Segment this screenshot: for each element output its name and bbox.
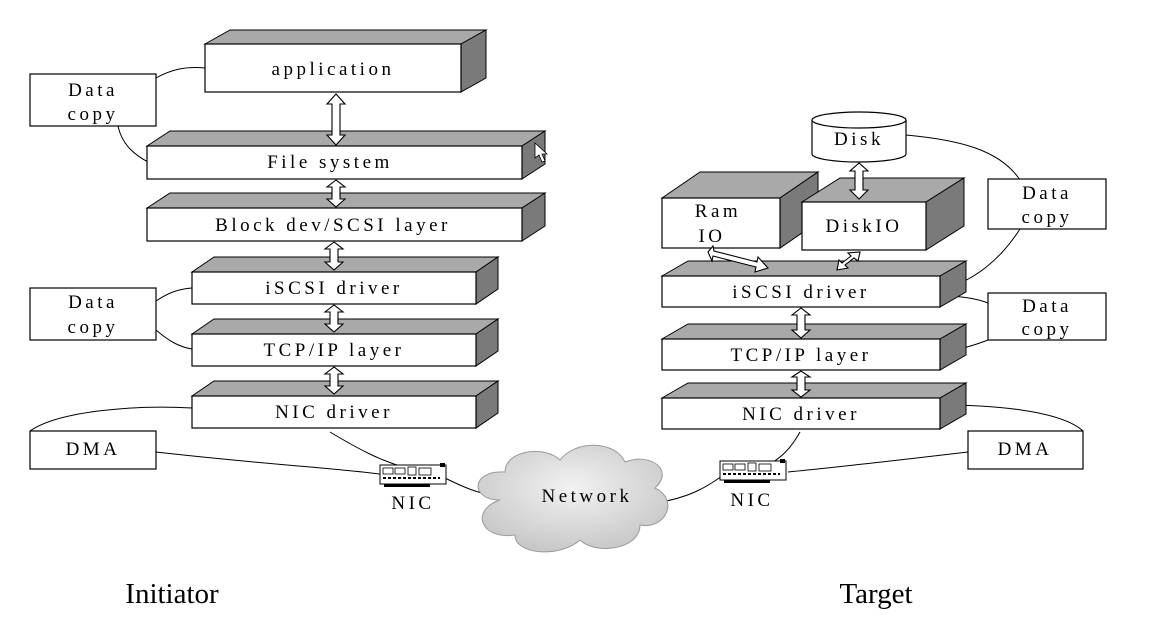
double-arrow-icon (836, 251, 861, 271)
double-arrow-icon (323, 304, 345, 333)
initiator-nic-card-icon (379, 463, 447, 487)
svg-text:copy: copy (1022, 319, 1073, 340)
initiator-caption: Initiator (125, 578, 219, 610)
disk-label: Disk (834, 129, 884, 150)
svg-text:Ram: Ram (695, 201, 741, 222)
double-arrow-icon (707, 244, 769, 273)
svg-text:copy: copy (1022, 207, 1073, 228)
initiator-data-copy-mid: Data copy (29, 287, 157, 341)
double-arrow-icon (790, 370, 812, 398)
initiator-nic-driver-label: NIC driver (275, 402, 393, 423)
double-arrow-icon (848, 162, 870, 200)
target-tcpip-label: TCP/IP layer (730, 345, 871, 366)
svg-text:DMA: DMA (998, 439, 1053, 460)
initiator-iscsi-driver-label: iSCSI driver (265, 278, 403, 299)
target-iscsi-driver-label: iSCSI driver (732, 282, 870, 303)
application-label: application (272, 59, 395, 80)
disk-cylinder: Disk (811, 111, 907, 163)
svg-text:Data: Data (1022, 183, 1072, 204)
target-data-copy-mid: Data copy (987, 292, 1107, 341)
initiator-tcpip-layer: TCP/IP layer (190, 318, 500, 367)
svg-text:Data: Data (68, 80, 118, 101)
double-arrow-icon (325, 179, 347, 208)
target-data-copy-top: Data copy (987, 178, 1107, 230)
target-nic-driver-layer: NIC driver (660, 382, 968, 430)
disk-io-label: DiskIO (826, 216, 903, 237)
block-dev-layer: Block dev/SCSI layer (145, 192, 547, 242)
svg-text:Data: Data (1022, 296, 1072, 317)
target-caption: Target (839, 578, 912, 610)
double-arrow-icon (323, 241, 345, 271)
target-arrows (707, 162, 870, 398)
svg-text:Data: Data (68, 292, 118, 313)
target-iscsi-driver-layer: iSCSI driver (660, 260, 968, 308)
initiator-nic-driver-layer: NIC driver (190, 380, 500, 429)
svg-text:copy: copy (68, 104, 119, 125)
target-nic-driver-label: NIC driver (742, 404, 860, 425)
target-tcpip-layer: TCP/IP layer (660, 323, 968, 371)
svg-text:copy: copy (68, 317, 119, 338)
double-arrow-icon (325, 93, 347, 146)
initiator-arrows (323, 93, 347, 395)
double-arrow-icon (790, 307, 812, 339)
target-nic-label: NIC (730, 490, 773, 511)
network-label: Network (542, 486, 633, 507)
svg-text:DMA: DMA (66, 439, 121, 460)
initiator-tcpip-label: TCP/IP layer (263, 340, 404, 361)
application-layer: application (203, 29, 488, 93)
svg-text:IO: IO (698, 226, 725, 247)
file-system-label: File system (267, 152, 393, 173)
file-system-layer: File system (145, 130, 549, 180)
target-nic-card-icon (719, 459, 787, 483)
initiator-data-copy-top: Data copy (29, 73, 157, 127)
initiator-iscsi-driver-layer: iSCSI driver (190, 256, 500, 305)
block-dev-label: Block dev/SCSI layer (215, 215, 451, 236)
target-dma-box: DMA (967, 430, 1084, 470)
mouse-cursor-icon (534, 142, 549, 163)
initiator-dma-box: DMA (29, 430, 157, 470)
ram-io-block: Ram IO (660, 171, 820, 249)
initiator-nic-label: NIC (391, 493, 434, 514)
network-cloud: Network (477, 444, 669, 553)
double-arrow-icon (323, 366, 345, 395)
disk-io-block: DiskIO (800, 177, 966, 251)
